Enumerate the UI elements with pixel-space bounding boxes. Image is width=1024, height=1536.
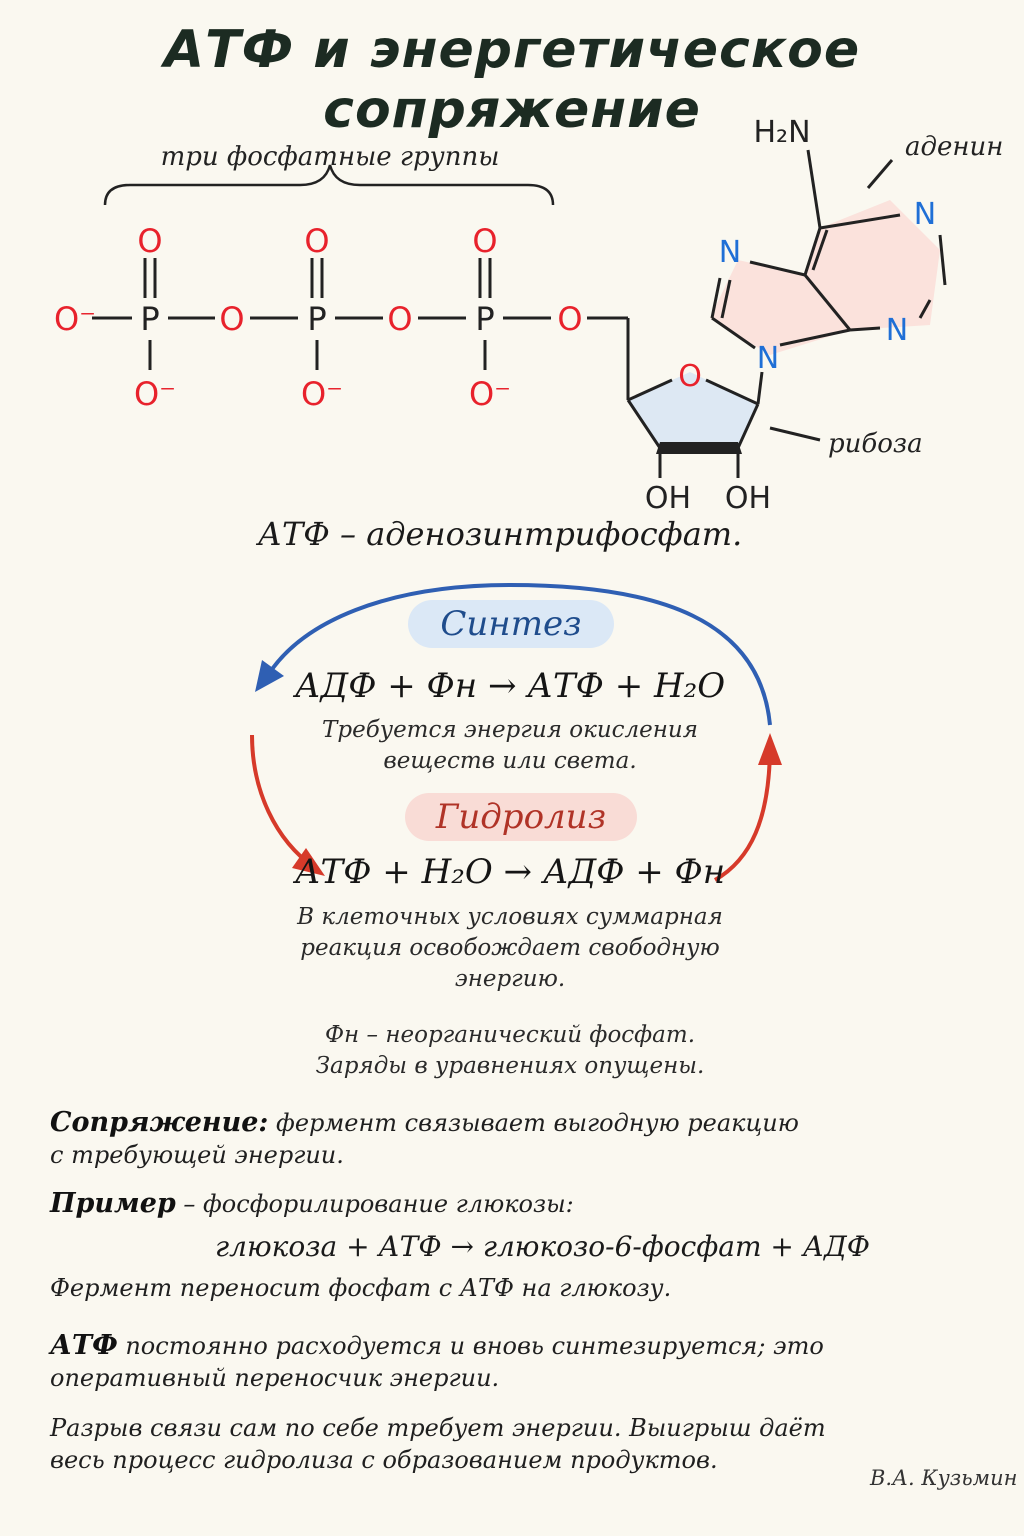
atom-p-beta: P — [307, 300, 326, 338]
footnote-line-1: Фн – неорганический фосфат. — [324, 1022, 696, 1048]
atp-structure-diagram: три фосфатные группы O⁻ P O P O P O O O … — [54, 115, 1003, 516]
hydrolysis-equation: АТФ + H₂O → АДФ + Фн — [294, 852, 726, 892]
atom-n-1: N — [914, 197, 936, 232]
adenine-label: аденин — [905, 132, 1003, 162]
synthesis-note: Требуется энергия окисления веществ или … — [322, 717, 698, 774]
synthesis-label: Синтез — [408, 600, 614, 648]
atom-oh-2: OH — [645, 481, 691, 516]
atom-n-3: N — [886, 313, 908, 348]
ribose-ring — [628, 372, 758, 448]
adenine-six-ring — [805, 200, 940, 330]
atp-cycle-arrows — [250, 582, 782, 882]
atom-n-7: N — [719, 235, 741, 270]
atom-o-ring: O — [678, 359, 702, 394]
phosphate-bonds — [92, 258, 630, 400]
example-paragraph: Пример – фосфорилирование глюкозы: — [50, 1188, 950, 1220]
carrier-text: постоянно расходуется и вновь синтезируе… — [50, 1332, 824, 1392]
carrier-paragraph: АТФ постоянно расходуется и вновь синтез… — [50, 1330, 850, 1394]
atom-n-9: N — [757, 341, 779, 376]
carrier-term: АТФ — [50, 1330, 118, 1361]
hydrolysis-note: В клеточных условиях суммарная реакция о… — [297, 904, 723, 992]
ribose-label: рибоза — [828, 429, 923, 459]
synthesis-arrow — [263, 582, 772, 726]
example-term: Пример — [50, 1188, 176, 1219]
author-signature: В.А. Кузьмин — [870, 1466, 1018, 1490]
atom-o-minus-2: O⁻ — [301, 375, 343, 413]
footnote: Фн – неорганический фосфат. Заряды в ура… — [270, 1020, 750, 1082]
atom-p-alpha: P — [140, 300, 159, 338]
atp-definition: АТФ – аденозинтрифосфат. — [257, 515, 743, 553]
atom-h2n-amino: H₂N — [753, 115, 810, 150]
bond-paragraph: Разрыв связи сам по себе требует энергии… — [50, 1414, 826, 1474]
atom-o-double-2: O — [304, 222, 329, 260]
ribose-front-bond — [656, 442, 742, 454]
example-text: – фосфорилирование глюкозы: — [183, 1190, 574, 1218]
atom-o-double-1: O — [137, 222, 162, 260]
adenine-five-ring — [710, 260, 850, 355]
synthesis-equation: АДФ + Фн → АТФ + H₂O — [294, 666, 726, 706]
synthesis-arrowhead — [255, 660, 284, 692]
atom-o-bridge-2: O — [387, 300, 412, 338]
atom-o-bridge-1: O — [219, 300, 244, 338]
atom-p-gamma: P — [475, 300, 494, 338]
coupling-paragraph: Сопряжение: фермент связывает выгодную р… — [50, 1107, 810, 1171]
hydrolysis-label: Гидролиз — [405, 793, 637, 841]
atom-o-bridge-3: O — [557, 300, 582, 338]
example-note: Фермент переносит фосфат с АТФ на глюкоз… — [50, 1274, 672, 1302]
coupling-term: Сопряжение: — [50, 1107, 269, 1138]
hydrolysis-arrowhead-right — [758, 733, 782, 765]
phosphate-brace — [103, 164, 555, 206]
atom-oh-3: OH — [725, 481, 771, 516]
page-title: АТФ и энергетическое сопряжение — [163, 20, 861, 140]
atom-o-minus-terminal: O⁻ — [54, 300, 96, 338]
atom-o-double-3: O — [472, 222, 497, 260]
example-equation: глюкоза + АТФ → глюкозо-6-фосфат + АДФ — [215, 1230, 870, 1263]
atom-o-minus-3: O⁻ — [469, 375, 511, 413]
phosphate-brace-label: три фосфатные группы — [161, 142, 500, 172]
footnote-line-2: Заряды в уравнениях опущены. — [315, 1053, 705, 1079]
hydrolysis-arrow-right — [714, 744, 772, 882]
coupling-text: фермент связывает выгодную реакцию с тре… — [50, 1109, 799, 1169]
atom-o-minus-1: O⁻ — [134, 375, 176, 413]
hydrolysis-arrowhead-left — [292, 848, 325, 876]
